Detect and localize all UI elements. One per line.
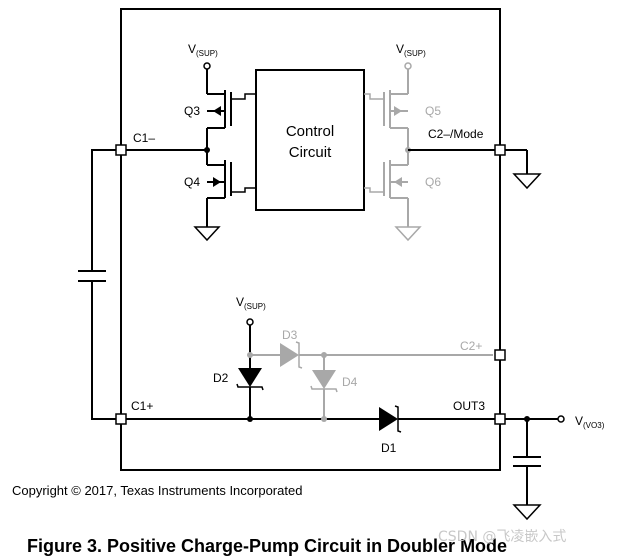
pin-out3 — [494, 413, 506, 425]
q4-label: Q4 — [184, 175, 200, 189]
vsup-label-right: V(SUP) — [396, 42, 426, 58]
c2-plus-label: C2+ — [460, 339, 482, 353]
d4-label: D4 — [342, 375, 358, 389]
diode-d4 — [310, 355, 338, 419]
vvo3-label: V(VO3) — [575, 414, 605, 430]
c2-minus-mode-label: C2–/Mode — [428, 127, 484, 141]
q3-q4-transistors — [193, 62, 256, 242]
pin-c1-plus — [115, 413, 127, 425]
pin-c2-minus-mode — [494, 144, 506, 156]
pin-c2-plus — [494, 349, 506, 361]
q6-label: Q6 — [425, 175, 441, 189]
q5-q6-transistors — [364, 62, 422, 242]
flying-capacitor — [78, 149, 121, 420]
copyright-text: Copyright © 2017, Texas Instruments Inco… — [12, 483, 302, 498]
q5-label: Q5 — [425, 104, 441, 118]
c1-minus-label: C1– — [133, 131, 155, 145]
c1-plus-label: C1+ — [131, 399, 153, 413]
vsup-label-mid: V(SUP) — [236, 295, 266, 311]
pin-c1-minus — [115, 144, 127, 156]
diode-d3 — [250, 341, 493, 369]
d3-label: D3 — [282, 328, 298, 342]
control-circuit-block — [255, 69, 365, 211]
q3-label: Q3 — [184, 104, 200, 118]
ic-outline — [120, 8, 501, 471]
figure-caption: Figure 3. Positive Charge-Pump Circuit i… — [27, 536, 507, 556]
out3-label: OUT3 — [453, 399, 485, 413]
d1-label: D1 — [381, 441, 397, 455]
output-capacitor — [512, 419, 542, 521]
diode-d2 — [236, 368, 264, 419]
vsup-label-left: V(SUP) — [188, 42, 218, 58]
d2-label: D2 — [213, 371, 229, 385]
control-label-line1: Control — [286, 123, 334, 140]
watermark-text: CSDN @飞凌嵌入式 — [438, 529, 566, 545]
diode-d1 — [379, 405, 500, 433]
ground-symbol — [512, 173, 542, 190]
control-label-line2: Circuit — [289, 144, 332, 161]
